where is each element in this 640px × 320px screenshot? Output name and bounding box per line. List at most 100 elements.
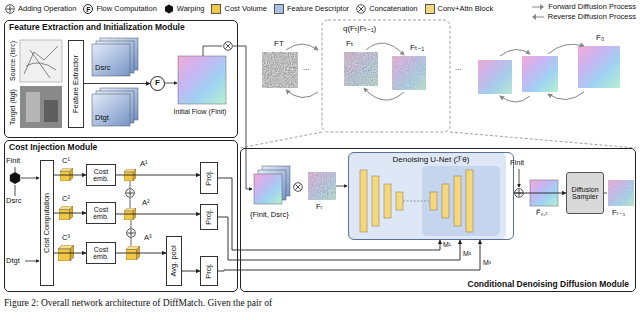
- denoising-inputs: [336, 186, 347, 187]
- module-panel: Conditional Denoising Diffusion Module De…: [240, 148, 636, 292]
- legend-symbol: [7, 6, 14, 13]
- cost-volume: [126, 189, 135, 198]
- feature-descriptor: [92, 44, 130, 76]
- node-text: Proj.: [205, 170, 213, 185]
- legend-item: Feature Descriptor: [274, 4, 349, 14]
- diffusion-process: [322, 20, 450, 132]
- legend-symbol: [6, 5, 15, 14]
- sampler-io: [604, 193, 607, 194]
- legend-symbol: [5, 4, 15, 14]
- legend-symbol: [531, 13, 545, 21]
- denoising-inputs: [308, 172, 336, 200]
- input-images: [44, 100, 58, 122]
- legend-symbol: [165, 5, 173, 14]
- unet-body: [348, 152, 506, 240]
- label-text: {Finit, Dsrc}: [250, 211, 289, 219]
- legend-swatch: [425, 4, 435, 14]
- sampler-io: [608, 180, 634, 206]
- legend-text: Cost Volume: [224, 5, 267, 13]
- legend-swatch: [211, 4, 221, 14]
- unet-body: [422, 166, 500, 236]
- label-text: Source (Isrc): [9, 41, 16, 81]
- diffusion-process: [500, 49, 530, 56]
- diffusion-process: [240, 132, 636, 148]
- cost-computation-box: Cost Computation: [40, 160, 54, 286]
- sampler-io: [608, 180, 634, 206]
- projection-box: Proj.: [200, 256, 218, 286]
- label-text: Dtgt: [95, 114, 109, 122]
- connector-arrow: [84, 83, 150, 84]
- legend-item: Conv+Attn Block: [425, 4, 494, 14]
- unet-body: [430, 192, 437, 210]
- legend-item: Adding Operation: [5, 4, 76, 14]
- legend-item: Concatenation: [356, 4, 417, 14]
- input-images: [26, 92, 40, 122]
- diffusion-process: [478, 60, 512, 94]
- connector-arrow: [514, 193, 566, 194]
- projection-box: Proj.: [200, 162, 218, 194]
- legend-symbol: [356, 4, 366, 14]
- legend-symbol: [532, 7, 541, 8]
- node-text: Cost emb.: [87, 206, 115, 221]
- node-text: Feature Extractor: [72, 55, 80, 113]
- legend-item: Cost Volume: [211, 4, 267, 14]
- unet-body: [454, 176, 461, 226]
- node-text: Proj.: [205, 209, 213, 224]
- label-text: Dsrc: [6, 197, 21, 205]
- input-images: [20, 40, 62, 128]
- diffusion-process: [262, 52, 298, 88]
- legend-symbol: [5, 4, 15, 14]
- label-text: Dsrc: [95, 64, 110, 72]
- label-text: Target (Itgt): [9, 89, 16, 125]
- node-text: Cost emb.: [87, 168, 115, 183]
- flow-image: [233, 46, 252, 189]
- unet-body: [372, 176, 379, 226]
- legend-symbol: [164, 4, 174, 14]
- legend-symbol: [164, 4, 174, 14]
- connector-arrow: [182, 271, 200, 272]
- diffusion-process: [578, 46, 620, 88]
- node-text: Cost Computation: [43, 193, 51, 253]
- label-text: M²: [463, 250, 471, 257]
- connector-arrow: [116, 253, 166, 254]
- cost-volume: [127, 229, 136, 238]
- legend-symbol: [531, 13, 545, 21]
- legend-item: Reverse Diffusion Process: [531, 13, 636, 21]
- label-text: FT: [274, 40, 284, 48]
- cost-volume: [58, 168, 140, 261]
- label-text: A¹: [140, 160, 148, 168]
- module-title: Conditional Denoising Diffusion Module: [468, 280, 629, 289]
- label-text: ...: [303, 64, 310, 72]
- legend-text: Conv+Attn Block: [438, 5, 494, 13]
- diffusion-process: [240, 20, 636, 148]
- label-text: C¹: [62, 157, 70, 165]
- figure-caption: Figure 2: Overall network architecture o…: [4, 298, 636, 308]
- diffusion-process: [548, 44, 584, 54]
- unet-body: [360, 170, 367, 232]
- diffusion-process: [344, 52, 378, 86]
- legend-item: Warping: [164, 4, 205, 14]
- node-text: F: [155, 79, 160, 87]
- diffusion-process: [478, 60, 512, 94]
- node-text: Avg. pool: [170, 245, 178, 276]
- legend-text: Warping: [177, 5, 205, 13]
- label-text: A²: [142, 199, 150, 207]
- legend-text: Adding Operation: [18, 5, 76, 13]
- extractor-box: Feature Extractor: [68, 40, 84, 128]
- unet-body: [403, 201, 429, 202]
- feature-descriptor: [92, 94, 130, 126]
- node-text: Proj.: [205, 263, 213, 278]
- connector-arrow: [218, 240, 480, 271]
- unet-block: Denoising U-Net (ℱθ): [348, 152, 514, 240]
- module-title: Feature Extraction and Initialization Mo…: [9, 23, 185, 32]
- symbol-letter: F: [86, 6, 90, 13]
- connector-arrow: [116, 175, 200, 176]
- legend-text: Feature Descriptor: [287, 5, 349, 13]
- legend-symbol: [532, 14, 536, 20]
- diffusion-process: [392, 56, 426, 90]
- legend-symbol: [359, 7, 364, 12]
- unet-body: [348, 152, 506, 240]
- cost-embedding-box: Cost emb.: [86, 242, 116, 264]
